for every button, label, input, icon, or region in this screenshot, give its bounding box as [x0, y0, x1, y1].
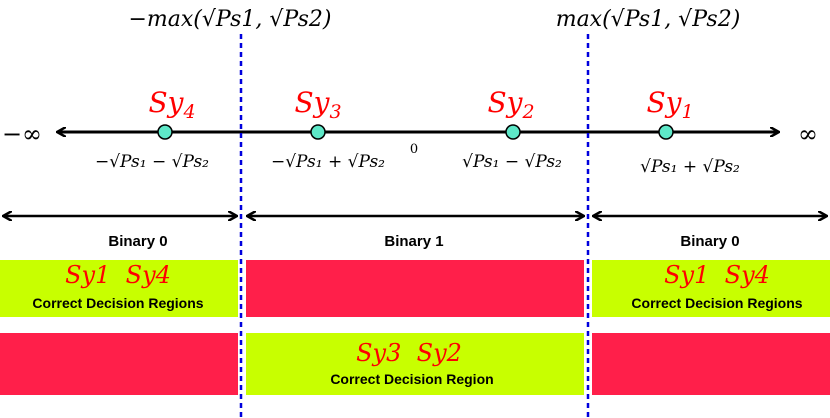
value-sy1: √Ps₁ + √Ps₂: [640, 157, 740, 177]
left-binary-label: Binary 0: [108, 233, 167, 250]
label-sy1: Sy1: [646, 86, 693, 123]
point-sy1: [658, 124, 674, 140]
left-threshold-label: −max(√Ps1, √Ps2): [128, 7, 331, 32]
middle-correct-region: [246, 333, 584, 395]
right-correct-label: Correct Decision Regions: [631, 295, 802, 311]
left-correct-region: [0, 260, 238, 317]
middle-binary-label: Binary 1: [384, 233, 443, 250]
pos-infinity-label: ∞: [798, 120, 818, 148]
point-sy4: [157, 124, 173, 140]
middle-correct-symbols: Sy3 Sy2: [356, 339, 462, 367]
value-sy2: √Ps₁ − √Ps₂: [462, 152, 562, 172]
point-sy2: [505, 124, 521, 140]
point-sy3: [310, 124, 326, 140]
right-threshold-label: max(√Ps1, √Ps2): [556, 7, 741, 32]
right-binary-label: Binary 0: [680, 233, 739, 250]
label-sy3: Sy3: [294, 86, 341, 123]
left-wrong-region: [0, 333, 238, 395]
zero-label: 0: [410, 142, 418, 157]
value-sy4: −√Ps₁ − √Ps₂: [95, 152, 209, 172]
left-correct-label: Correct Decision Regions: [32, 295, 203, 311]
right-correct-region: [592, 260, 830, 317]
middle-wrong-region: [246, 260, 584, 317]
left-correct-symbols: Sy1 Sy4: [65, 261, 171, 289]
middle-correct-label: Correct Decision Region: [330, 371, 493, 387]
value-sy3: −√Ps₁ + √Ps₂: [271, 152, 385, 172]
right-correct-symbols: Sy1 Sy4: [664, 261, 770, 289]
neg-infinity-label: −∞: [2, 120, 42, 148]
label-sy2: Sy2: [487, 86, 534, 123]
label-sy4: Sy4: [148, 86, 195, 123]
right-wrong-region: [592, 333, 830, 395]
